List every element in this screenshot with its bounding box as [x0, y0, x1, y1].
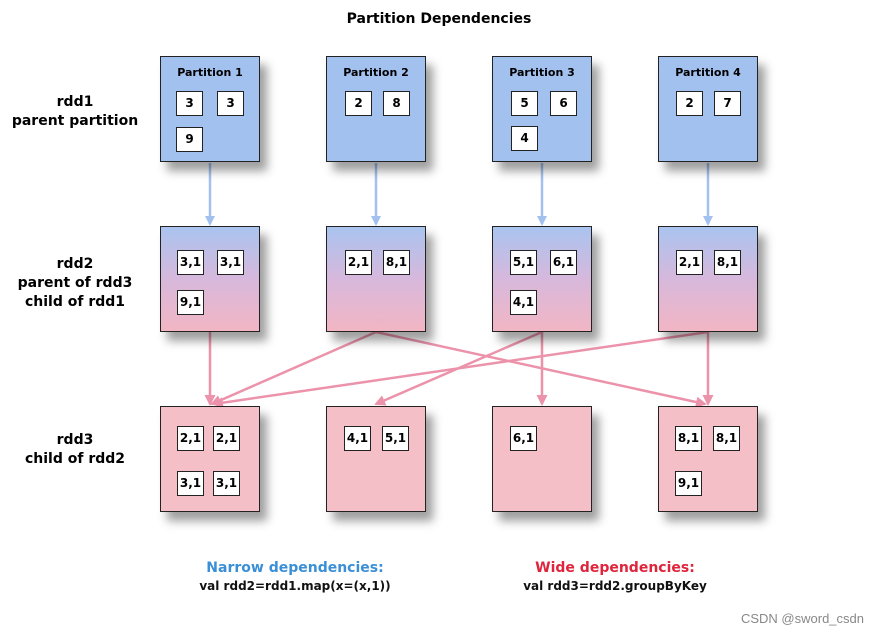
rdd2-partition-1: 3,1 3,1 9,1 [160, 226, 260, 332]
value-cell: 9,1 [177, 290, 204, 315]
row-label-line: rdd2 [56, 256, 94, 272]
rdd3-partition-3: 6,1 [492, 406, 592, 512]
value-cell: 3 [176, 91, 203, 116]
value-cell: 2 [345, 91, 372, 116]
wide-dependencies-legend: Wide dependencies: val rdd3=rdd2.groupBy… [495, 560, 735, 593]
rdd1-partition-3: Partition 3 5 6 4 [492, 56, 592, 162]
partition-title: Partition 1 [177, 66, 243, 79]
value-cell: 3,1 [177, 250, 204, 275]
value-cell: 9,1 [675, 471, 702, 496]
rdd2-partition-4: 2,1 8,1 [658, 226, 758, 332]
value-cell: 2,1 [213, 426, 240, 451]
rdd1-partition-1: Partition 1 3 3 9 [160, 56, 260, 162]
partition-title: Partition 4 [675, 66, 741, 79]
value-cell: 4,1 [510, 290, 537, 315]
partition-title: Partition 3 [509, 66, 575, 79]
row-label-line: child of rdd2 [24, 451, 126, 467]
wide-arrows-rdd2-rdd3 [204, 330, 714, 409]
value-cell: 6,1 [550, 250, 577, 275]
rdd3-partition-2: 4,1 5,1 [326, 406, 426, 512]
row-label-line: child of rdd1 [24, 294, 126, 310]
value-cell: 2,1 [345, 250, 372, 275]
row-label-line: rdd3 [56, 432, 94, 448]
rdd1-partition-2: Partition 2 2 8 [326, 56, 426, 162]
narrow-arrows-rdd1-rdd2 [205, 163, 713, 226]
row-label-rdd3: rdd3 child of rdd2 [0, 431, 150, 469]
value-cell: 3,1 [213, 471, 240, 496]
value-cell: 8,1 [675, 426, 702, 451]
wide-arrow [210, 330, 377, 406]
value-cell: 3 [217, 91, 244, 116]
wide-arrow [375, 330, 707, 408]
value-cell: 5,1 [382, 426, 409, 451]
rdd2-partition-3: 5,1 6,1 4,1 [492, 226, 592, 332]
value-cell: 5 [511, 91, 538, 116]
value-cell: 2,1 [177, 426, 204, 451]
narrow-code: val rdd2=rdd1.map(x=(x,1)) [199, 579, 391, 593]
row-label-line: parent partition [11, 113, 139, 129]
row-label-line: rdd1 [56, 94, 94, 110]
value-cell: 6 [550, 91, 577, 116]
value-cell: 8 [383, 91, 410, 116]
diagram-title: Partition Dependencies [346, 11, 532, 27]
rdd1-partition-4: Partition 4 2 7 [658, 56, 758, 162]
value-cell: 4 [511, 126, 538, 151]
row-label-rdd2: rdd2 parent of rdd3 child of rdd1 [0, 255, 150, 312]
wide-arrow [212, 330, 709, 409]
value-cell: 2 [676, 91, 703, 116]
row-label-line: parent of rdd3 [17, 275, 133, 291]
partition-title: Partition 2 [343, 66, 409, 79]
value-cell: 5,1 [510, 250, 537, 275]
wide-code: val rdd3=rdd2.groupByKey [523, 579, 707, 593]
value-cell: 7 [714, 91, 741, 116]
value-cell: 3,1 [177, 471, 204, 496]
value-cell: 8,1 [383, 250, 410, 275]
narrow-heading: Narrow dependencies: [206, 560, 384, 576]
value-cell: 2,1 [676, 250, 703, 275]
value-cell: 9 [176, 127, 203, 152]
rdd2-partition-2: 2,1 8,1 [326, 226, 426, 332]
watermark: CSDN @sword_csdn [740, 611, 864, 626]
wide-heading: Wide dependencies: [535, 560, 695, 576]
value-cell: 8,1 [713, 426, 740, 451]
rdd3-partition-1: 2,1 2,1 3,1 3,1 [160, 406, 260, 512]
rdd3-partition-4: 8,1 8,1 9,1 [658, 406, 758, 512]
row-label-rdd1: rdd1 parent partition [0, 93, 150, 131]
value-cell: 6,1 [510, 426, 537, 451]
value-cell: 3,1 [217, 250, 244, 275]
narrow-dependencies-legend: Narrow dependencies: val rdd2=rdd1.map(x… [175, 560, 415, 593]
value-cell: 4,1 [344, 426, 371, 451]
value-cell: 8,1 [714, 250, 741, 275]
